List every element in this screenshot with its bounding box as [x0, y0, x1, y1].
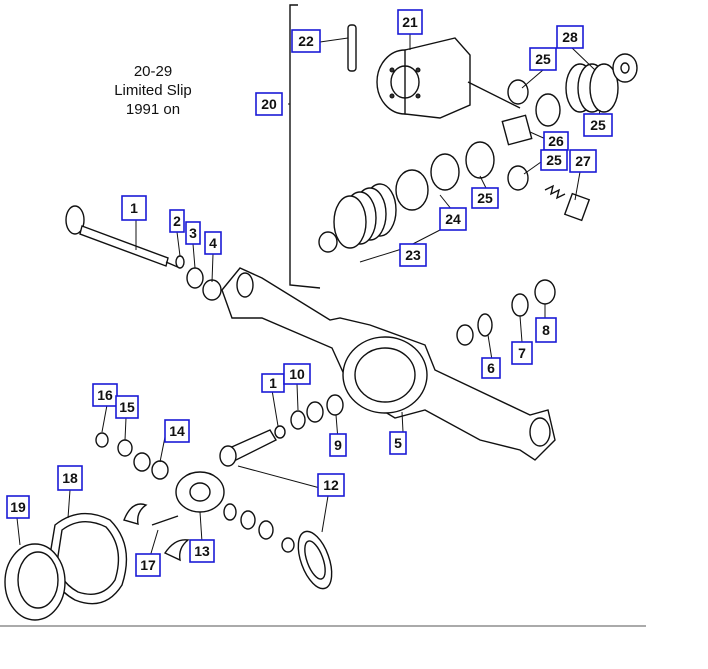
cover-19-drawing — [4, 543, 66, 621]
callout-25-d: 25 — [471, 187, 499, 209]
pinion-ring-gear-drawing — [219, 429, 333, 590]
leader-lines — [16, 34, 601, 561]
callout-21: 21 — [397, 9, 423, 35]
callout-15: 15 — [115, 395, 139, 419]
callout-14: 14 — [164, 419, 190, 443]
svg-text:16: 16 — [97, 387, 113, 403]
right-bearings-drawing — [456, 279, 556, 346]
callout-25-a: 25 — [529, 47, 557, 71]
limited-slip-bracket — [289, 4, 321, 289]
svg-text:9: 9 — [334, 437, 342, 453]
callout-13: 13 — [189, 539, 215, 563]
callout-1-b: 1 — [261, 373, 285, 393]
svg-text:14: 14 — [169, 423, 185, 439]
svg-text:24: 24 — [445, 211, 461, 227]
svg-text:3: 3 — [189, 225, 197, 241]
callout-9: 9 — [329, 433, 347, 457]
svg-text:7: 7 — [518, 345, 526, 361]
svg-text:17: 17 — [140, 557, 156, 573]
pinion-front-drawing — [274, 394, 344, 439]
callout-25-b: 25 — [583, 113, 613, 137]
svg-text:21: 21 — [402, 14, 418, 30]
svg-text:25: 25 — [546, 152, 562, 168]
svg-text:4: 4 — [209, 235, 217, 251]
svg-text:15: 15 — [119, 399, 135, 415]
callout-6: 6 — [481, 357, 501, 379]
callout-labels: 22 21 28 25 20 25 26 25 27 25 24 23 1 2 … — [6, 9, 613, 577]
axle-housing-5-drawing — [221, 267, 556, 461]
callout-8: 8 — [535, 317, 557, 343]
diagram-caption: 20-29 Limited Slip 1991 on — [98, 62, 208, 119]
callout-23: 23 — [399, 243, 427, 267]
axle-shaft-1-drawing — [65, 205, 181, 269]
svg-text:10: 10 — [289, 366, 305, 382]
clutch-pack-drawing — [318, 141, 495, 263]
pin-17-drawing — [151, 515, 179, 526]
callout-5: 5 — [389, 431, 407, 455]
caption-line-1: 20-29 — [133, 63, 173, 80]
svg-text:25: 25 — [535, 51, 551, 67]
svg-text:8: 8 — [542, 322, 550, 338]
callout-10: 10 — [283, 363, 311, 385]
svg-text:27: 27 — [575, 153, 591, 169]
svg-text:23: 23 — [405, 247, 421, 263]
left-small-parts-drawing — [95, 432, 169, 480]
callout-25-c: 25 — [540, 149, 568, 171]
svg-text:1: 1 — [130, 200, 138, 216]
callout-18: 18 — [57, 465, 83, 491]
svg-text:19: 19 — [10, 499, 26, 515]
callout-19: 19 — [6, 495, 30, 519]
callout-1-a: 1 — [121, 195, 147, 221]
svg-text:12: 12 — [323, 477, 339, 493]
callout-3: 3 — [185, 221, 201, 245]
pin-22-drawing — [347, 24, 357, 72]
svg-text:28: 28 — [562, 29, 578, 45]
svg-text:1: 1 — [269, 375, 277, 391]
svg-text:2: 2 — [173, 213, 181, 229]
svg-text:26: 26 — [548, 133, 564, 149]
callout-26: 26 — [543, 131, 569, 151]
callout-17: 17 — [135, 553, 161, 577]
svg-text:25: 25 — [590, 117, 606, 133]
svg-text:22: 22 — [298, 33, 314, 49]
callout-28: 28 — [556, 25, 584, 49]
callout-4: 4 — [204, 231, 222, 255]
svg-text:18: 18 — [62, 470, 78, 486]
caption-line-3: 1991 on — [125, 101, 181, 118]
caption-line-2: Limited Slip — [114, 82, 192, 99]
limited-slip-gears-drawing — [501, 53, 638, 222]
svg-text:13: 13 — [194, 543, 210, 559]
svg-text:5: 5 — [394, 435, 402, 451]
diff-case-13-drawing — [123, 471, 295, 562]
svg-text:25: 25 — [477, 190, 493, 206]
callout-16: 16 — [92, 383, 118, 407]
diff-case-21-drawing — [376, 37, 521, 119]
callout-20: 20 — [255, 92, 283, 116]
callout-7: 7 — [511, 341, 533, 365]
svg-text:20: 20 — [261, 96, 277, 112]
svg-text:6: 6 — [487, 360, 495, 376]
axle-bearings-drawing — [175, 255, 222, 301]
callout-22: 22 — [291, 29, 321, 53]
callout-12: 12 — [317, 473, 345, 497]
callout-27: 27 — [569, 149, 597, 173]
callout-24: 24 — [439, 207, 467, 231]
callout-2: 2 — [169, 209, 185, 233]
